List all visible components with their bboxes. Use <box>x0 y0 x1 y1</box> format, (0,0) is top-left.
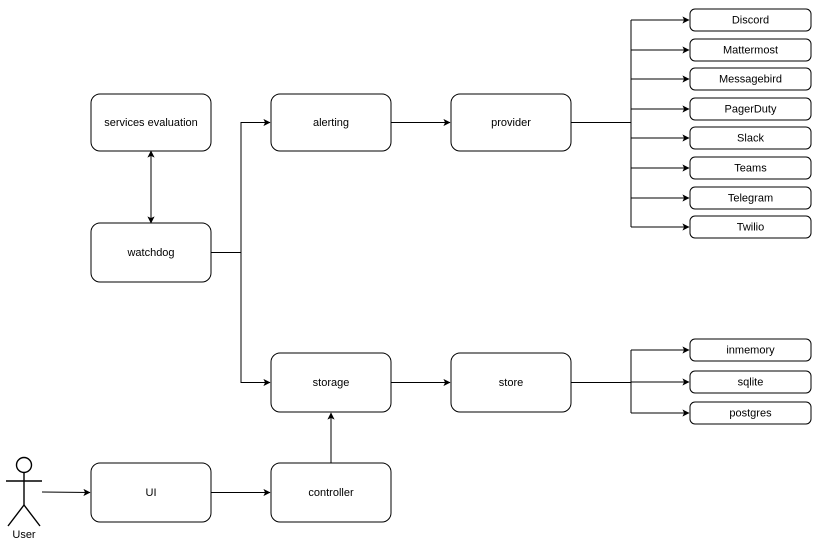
node-watchdog[interactable]: watchdog <box>90 222 212 283</box>
node-label: store <box>499 377 523 389</box>
actor-head-icon <box>15 456 33 474</box>
node-store[interactable]: store <box>450 352 572 413</box>
actor-user[interactable]: User <box>6 456 42 541</box>
edges-layer <box>41 16 690 497</box>
leaf-label: Discord <box>732 14 769 26</box>
leaf-label: Mattermost <box>723 44 778 56</box>
node-shape <box>90 93 212 152</box>
edge-user-ui <box>41 488 91 497</box>
leaf-shape <box>689 215 812 239</box>
node-label: alerting <box>313 117 349 129</box>
node-alerting[interactable]: alerting <box>270 93 392 152</box>
leaf-messagebird[interactable]: Messagebird <box>689 67 812 91</box>
actor-legs <box>7 503 41 527</box>
node-shape <box>270 93 392 152</box>
leaf-label: postgres <box>729 407 772 419</box>
leaf-shape <box>689 401 812 425</box>
leaf-shape <box>689 370 812 394</box>
actors-layer: User <box>6 456 42 541</box>
leaf-teams[interactable]: Teams <box>689 156 812 180</box>
leaf-inmemory[interactable]: inmemory <box>689 338 812 362</box>
node-services-evaluation[interactable]: services evaluation <box>90 93 212 152</box>
leaf-discord[interactable]: Discord <box>689 8 812 32</box>
leaf-label: inmemory <box>726 344 775 356</box>
leaf-twilio[interactable]: Twilio <box>689 215 812 239</box>
leaf-telegram[interactable]: Telegram <box>689 186 812 210</box>
node-shape <box>270 462 392 523</box>
leaf-sqlite[interactable]: sqlite <box>689 370 812 394</box>
leaf-label: Telegram <box>728 192 773 204</box>
leaf-shape <box>689 156 812 180</box>
leaf-shape <box>689 38 812 62</box>
node-label: storage <box>313 377 350 389</box>
leaf-slack[interactable]: Slack <box>689 126 812 150</box>
node-label: UI <box>146 487 157 499</box>
leaf-label: Twilio <box>737 221 765 233</box>
leaf-shape <box>689 338 812 362</box>
leaf-label: sqlite <box>738 376 764 388</box>
edge-watchdog-alerting <box>211 118 271 253</box>
node-shape <box>450 352 572 413</box>
leaf-label: PagerDuty <box>725 103 777 115</box>
edge-watchdog-storage <box>211 252 271 387</box>
node-shape <box>270 352 392 413</box>
node-ui[interactable]: UI <box>90 462 212 523</box>
leaf-label: Messagebird <box>719 73 782 85</box>
node-label: provider <box>491 117 531 129</box>
node-controller[interactable]: controller <box>270 462 392 523</box>
node-label: watchdog <box>126 247 174 259</box>
leaf-pagerduty[interactable]: PagerDuty <box>689 97 812 121</box>
leaf-label: Teams <box>734 162 767 174</box>
actor-label: User <box>12 529 36 541</box>
leaf-mattermost[interactable]: Mattermost <box>689 38 812 62</box>
node-shape <box>90 222 212 283</box>
leaf-shape <box>689 67 812 91</box>
leaf-shape <box>689 8 812 32</box>
leaf-postgres[interactable]: postgres <box>689 401 812 425</box>
leaf-shape <box>689 186 812 210</box>
nodes-layer: services evaluation watchdog alerting provi… <box>90 93 572 523</box>
leaf-shape <box>689 97 812 121</box>
node-shape <box>90 462 212 523</box>
node-provider[interactable]: provider <box>450 93 572 152</box>
leaves-layer: DiscordMattermostMessagebirdPagerDutySla… <box>689 8 812 425</box>
leaf-label: Slack <box>737 132 764 144</box>
node-label: services evaluation <box>104 117 198 129</box>
node-storage[interactable]: storage <box>270 352 392 413</box>
node-shape <box>450 93 572 152</box>
leaf-shape <box>689 126 812 150</box>
node-label: controller <box>308 487 354 499</box>
